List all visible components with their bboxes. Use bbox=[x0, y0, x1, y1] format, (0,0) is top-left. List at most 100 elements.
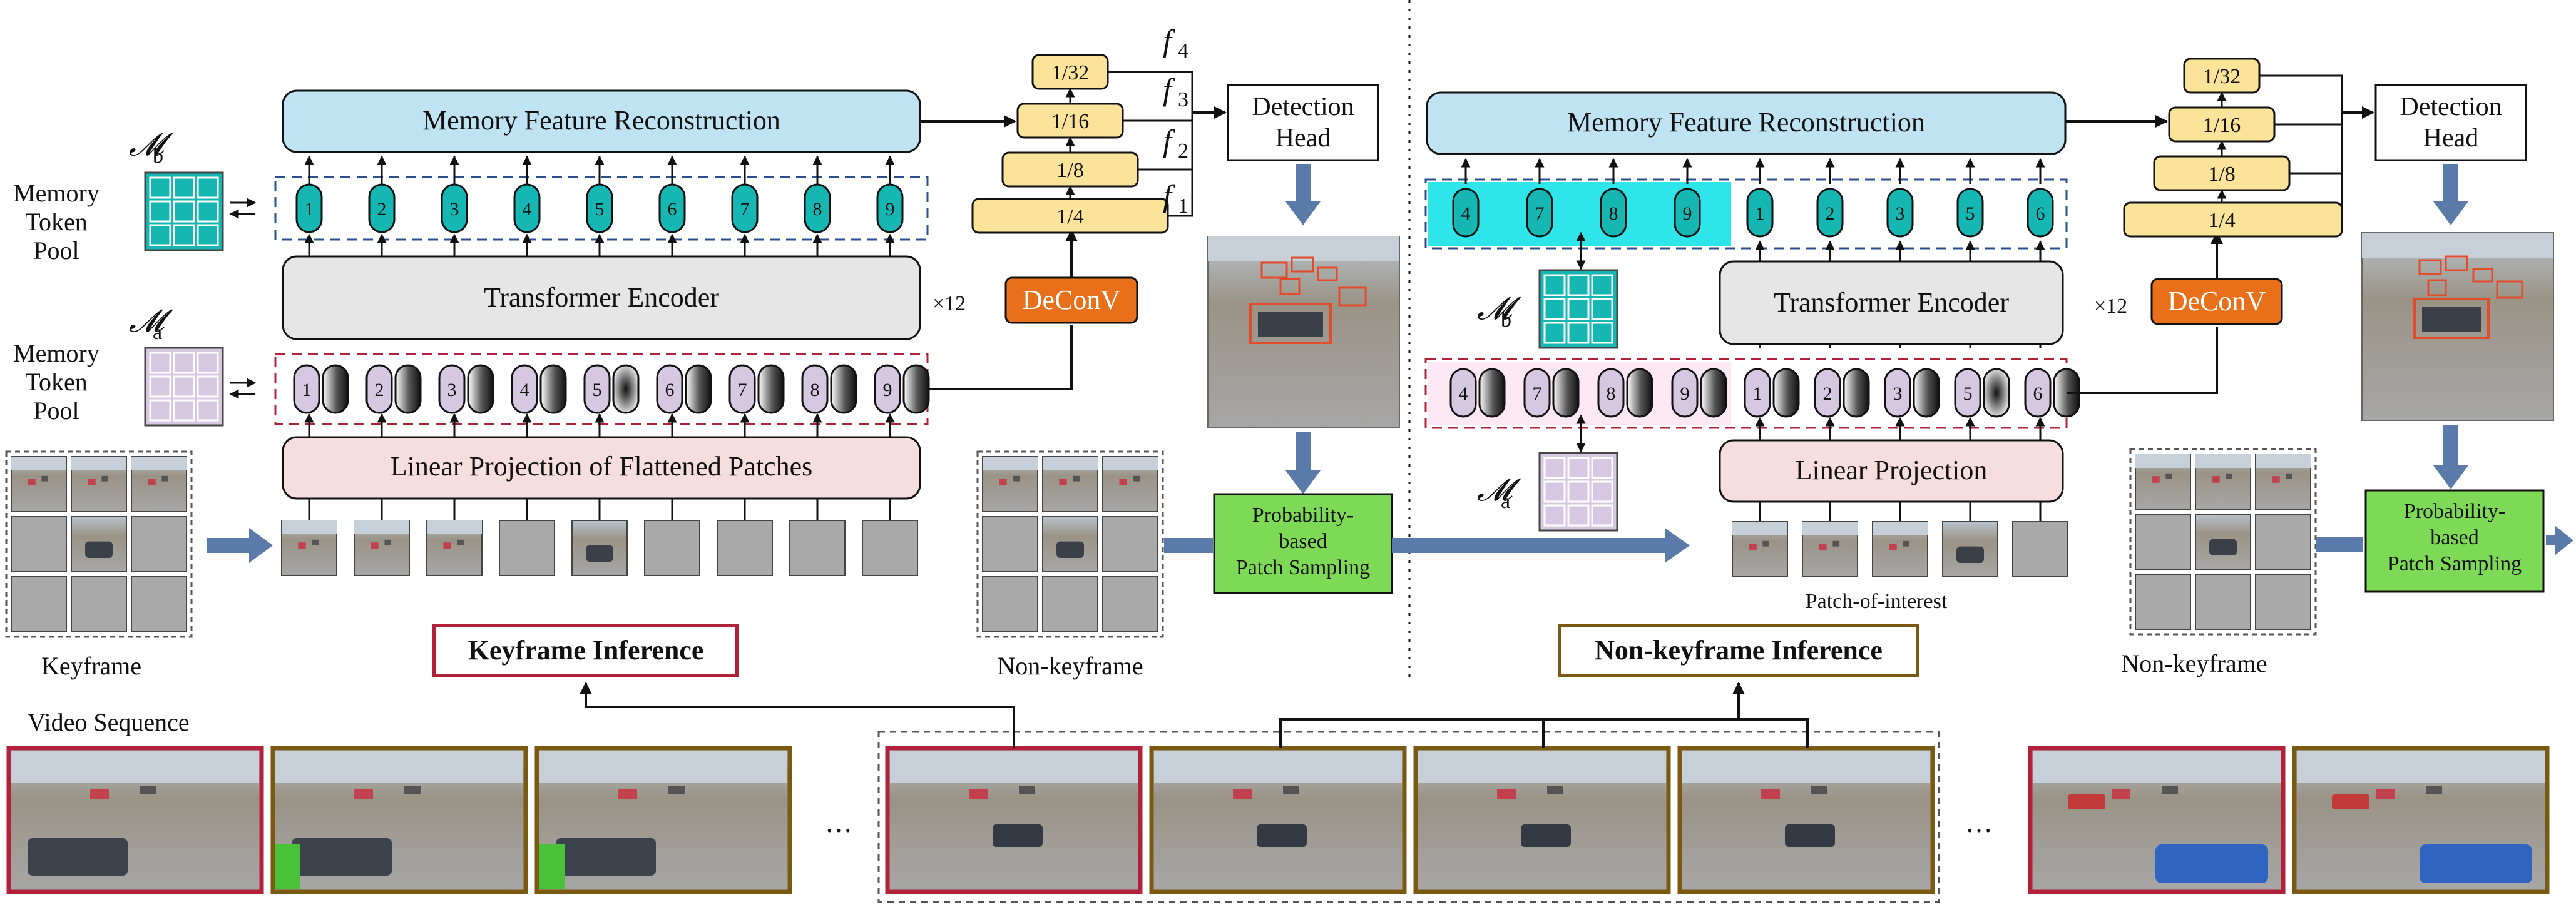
video-frame-0 bbox=[6, 746, 264, 894]
svg-text:1/8: 1/8 bbox=[1056, 159, 1083, 182]
blue-arrow-right-middle-b bbox=[1392, 528, 1690, 563]
nonkey-bottom-token-1: 7 bbox=[1523, 368, 1580, 418]
keyframe-top-token-8: 9 bbox=[876, 183, 904, 233]
svg-text:1/4: 1/4 bbox=[2208, 209, 2235, 232]
svg-text:𝓜: 𝓜 bbox=[129, 303, 173, 338]
svg-text:Patch Sampling: Patch Sampling bbox=[1236, 556, 1370, 579]
svg-text:2: 2 bbox=[377, 199, 387, 220]
nonkeyframe-label-2: Non-keyframe bbox=[2121, 649, 2267, 677]
svg-text:based: based bbox=[1279, 530, 1327, 553]
svg-text:4: 4 bbox=[1178, 39, 1188, 63]
memory-feature-reconstruction-block-right: Memory Feature Reconstruction bbox=[1426, 91, 2067, 155]
keyframe-top-token-7: 8 bbox=[804, 183, 831, 233]
nonkey-bottom-token-3: 9 bbox=[1671, 368, 1727, 418]
keyframe-grid-image-cell bbox=[71, 516, 127, 572]
nonkey-top-token-8: 6 bbox=[2027, 188, 2054, 238]
transformer-encoder-label: Transformer Encoder bbox=[484, 282, 719, 313]
nonkey-patch-3 bbox=[1942, 521, 1998, 577]
nonkey-top-token-7: 5 bbox=[1956, 188, 1984, 238]
swap-arrows-b-left bbox=[229, 198, 257, 219]
ellipsis-2: … bbox=[1965, 808, 1993, 838]
keyframe-bottom-token-1: 2 bbox=[365, 364, 422, 414]
svg-text:Keyframe Inference: Keyframe Inference bbox=[468, 635, 704, 666]
svg-text:1: 1 bbox=[1178, 195, 1188, 218]
nonkey-top-token-5: 2 bbox=[1816, 188, 1844, 238]
nonkey-bottom-token-4: 1 bbox=[1744, 368, 1800, 418]
blue-arrow-right-keyframe bbox=[207, 528, 273, 563]
nonkey-patch-2 bbox=[1872, 521, 1928, 577]
nonkey-top-token-1: 7 bbox=[1526, 188, 1553, 238]
svg-text:2: 2 bbox=[1823, 383, 1832, 404]
svg-text:Patch Sampling: Patch Sampling bbox=[2388, 552, 2522, 575]
blue-arrow-right-end bbox=[2546, 525, 2573, 555]
svg-text:based: based bbox=[2430, 526, 2478, 549]
nonkeyframe-grid-image-1-cell bbox=[982, 456, 1038, 512]
keyframe-grid-image-cell bbox=[11, 456, 67, 512]
svg-text:4: 4 bbox=[1459, 383, 1468, 404]
svg-text:a: a bbox=[1501, 490, 1510, 513]
keyframe-grid-image-cell bbox=[131, 576, 187, 632]
svg-text:9: 9 bbox=[883, 380, 892, 400]
memory-token-pool-b-left: Memory Token Pool 𝓜b bbox=[13, 127, 173, 265]
keyframe-inference-box: Keyframe Inference bbox=[432, 624, 739, 677]
nonkeyframe-grid-image-1-cell bbox=[1102, 576, 1158, 632]
keyframe-patch-0 bbox=[281, 520, 337, 576]
svg-text:5: 5 bbox=[1966, 203, 1975, 224]
deconv-label-left: DeConV bbox=[1023, 285, 1121, 315]
keyframe-bottom-token-7: 8 bbox=[801, 364, 857, 414]
nonkeyframe-grid-image-2-cell bbox=[2135, 574, 2191, 630]
svg-text:1/16: 1/16 bbox=[2203, 114, 2241, 137]
svg-text:5: 5 bbox=[595, 199, 605, 220]
nonkeyframe-grid-image-2-cell bbox=[2195, 514, 2251, 570]
svg-text:1: 1 bbox=[1753, 383, 1762, 404]
keyframe-patch-6 bbox=[717, 520, 773, 576]
nonkeyframe-grid-image-1-cell bbox=[1042, 576, 1098, 632]
svg-text:3: 3 bbox=[450, 199, 459, 220]
keyframe-patch-4 bbox=[571, 520, 628, 576]
svg-text:Token: Token bbox=[25, 368, 87, 396]
ellipsis-1: … bbox=[825, 808, 852, 838]
svg-text:Linear Projection: Linear Projection bbox=[1796, 455, 1988, 485]
svg-text:5: 5 bbox=[593, 380, 602, 400]
nonkeyframe-grid-image-2-cell bbox=[2195, 574, 2251, 630]
svg-text:6: 6 bbox=[665, 380, 675, 400]
video-frame-1 bbox=[270, 746, 528, 894]
svg-text:3: 3 bbox=[1893, 383, 1903, 404]
svg-text:Pool: Pool bbox=[33, 397, 79, 425]
svg-text:1: 1 bbox=[302, 380, 312, 400]
keyframe-bottom-token-6: 7 bbox=[728, 364, 785, 414]
svg-text:3: 3 bbox=[1896, 203, 1905, 224]
svg-text:1: 1 bbox=[1756, 203, 1765, 224]
nonkey-bottom-token-7: 5 bbox=[1954, 368, 2010, 418]
svg-text:Pool: Pool bbox=[33, 236, 79, 265]
nonkey-bottom-token-5: 2 bbox=[1814, 368, 1870, 418]
svg-text:Transformer Encoder: Transformer Encoder bbox=[1774, 287, 2009, 318]
svg-text:f: f bbox=[1163, 23, 1175, 58]
nonkeyframe-grid-image-2-cell bbox=[2255, 514, 2311, 570]
svg-text:5: 5 bbox=[1963, 383, 1973, 404]
memory-pool-a-left-grid bbox=[144, 347, 224, 427]
nonkeyframe-label-1: Non-keyframe bbox=[997, 652, 1143, 680]
blue-arrow-right-into-sampling bbox=[2316, 537, 2363, 552]
svg-text:Token: Token bbox=[25, 208, 87, 236]
detection-head-left: Detection Head bbox=[1227, 84, 1379, 161]
svg-text:6: 6 bbox=[668, 199, 677, 220]
keyframe-bottom-token-2: 3 bbox=[438, 364, 494, 414]
nonkeyframe-grid-image-2-cell bbox=[2255, 574, 2311, 630]
top-token-box-left bbox=[274, 176, 929, 241]
svg-text:6: 6 bbox=[2033, 383, 2043, 404]
keyframe-patch-2 bbox=[426, 520, 483, 576]
keyframe-bottom-token-0: 1 bbox=[293, 364, 349, 414]
svg-text:Probability-: Probability- bbox=[2404, 500, 2505, 523]
nonkey-patch-0 bbox=[1732, 521, 1788, 577]
keyframe-patch-8 bbox=[862, 520, 918, 576]
swap-arrows-a-left bbox=[229, 378, 257, 399]
svg-text:1: 1 bbox=[305, 199, 314, 220]
nonkey-top-token-3: 9 bbox=[1674, 188, 1701, 238]
keyframe-bottom-token-4: 5 bbox=[583, 364, 640, 414]
nonkey-top-token-6: 3 bbox=[1886, 188, 1914, 238]
keyframe-top-token-2: 3 bbox=[441, 183, 468, 233]
blue-arrow-down-left-2 bbox=[1285, 432, 1321, 494]
nonkey-patch-4 bbox=[2012, 521, 2068, 577]
keyframe-patch-3 bbox=[499, 520, 555, 576]
